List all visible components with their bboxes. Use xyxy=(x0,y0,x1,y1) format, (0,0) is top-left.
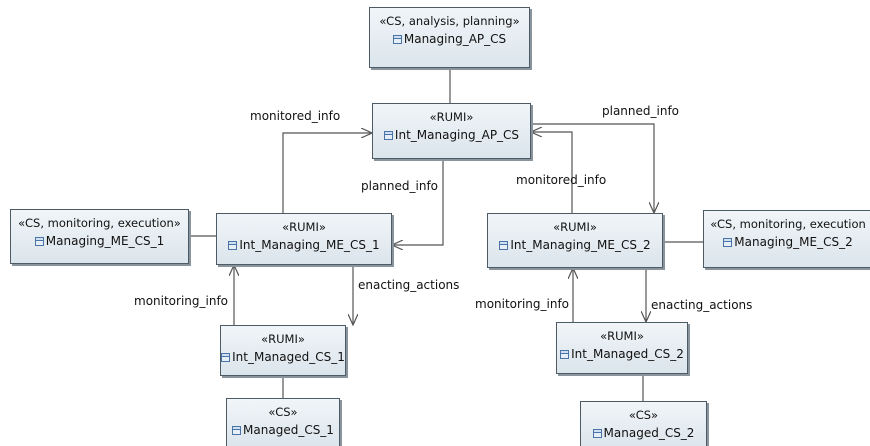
node-name: Managing_ME_CS_1 xyxy=(45,234,165,248)
node-name: Int_Managing_ME_CS_1 xyxy=(239,238,380,252)
node-int-managing-me-cs-2[interactable]: «RUMI» Int_Managing_ME_CS_2 xyxy=(487,213,663,268)
edge-label-enacting-actions: enacting_actions xyxy=(651,298,753,312)
edge-label-monitored-info: monitored_info xyxy=(516,173,607,187)
connector-planned-info-ap-to-me1[interactable] xyxy=(392,159,444,245)
node-int-managing-ap-cs[interactable]: «RUMI» Int_Managing_AP_CS xyxy=(372,103,531,159)
node-managed-cs-1[interactable]: «CS» Managed_CS_1 xyxy=(226,398,340,446)
node-name: Int_Managing_ME_CS_2 xyxy=(510,238,651,252)
node-name: Int_Managing_AP_CS xyxy=(394,128,520,142)
node-managed-cs-2[interactable]: «CS» Managed_CS_2 xyxy=(580,401,707,446)
class-icon xyxy=(221,353,231,362)
class-icon xyxy=(592,429,602,438)
class-icon xyxy=(34,237,44,246)
node-name: Managed_CS_2 xyxy=(603,426,695,440)
edge-label-planned-info: planned_info xyxy=(602,104,680,118)
node-managing-ap-cs[interactable]: «CS, analysis, planning» Managing_AP_CS xyxy=(369,7,530,68)
class-icon xyxy=(560,350,570,359)
edge-label-monitoring-info: monitoring_info xyxy=(475,297,570,311)
edge-label-monitored-info: monitored_info xyxy=(250,109,341,123)
connector-planned-info-ap-to-me2[interactable] xyxy=(531,123,654,213)
node-stereotype: «RUMI» xyxy=(429,110,474,124)
class-icon xyxy=(383,131,393,140)
node-name: Int_Managed_CS_2 xyxy=(571,347,684,361)
node-int-managed-cs-1[interactable]: «RUMI» Int_Managed_CS_1 xyxy=(220,325,346,376)
node-managing-me-cs-2[interactable]: «CS, monitoring, execution Managing_ME_C… xyxy=(703,210,870,268)
node-stereotype: «CS» xyxy=(628,408,659,422)
node-stereotype: «CS, analysis, planning» xyxy=(379,14,520,28)
node-name: Managing_ME_CS_2 xyxy=(734,235,853,249)
class-icon xyxy=(228,241,238,250)
node-stereotype: «RUMI» xyxy=(282,220,326,234)
class-icon xyxy=(499,241,509,250)
node-name: Managed_CS_1 xyxy=(243,423,334,437)
edge-label-planned-info: planned_info xyxy=(361,179,439,193)
node-int-managing-me-cs-1[interactable]: «RUMI» Int_Managing_ME_CS_1 xyxy=(216,213,392,265)
node-stereotype: «RUMI» xyxy=(261,332,305,346)
node-stereotype: «RUMI» xyxy=(600,329,644,343)
connector-monitored-info-me1-to-ap[interactable] xyxy=(282,133,372,213)
node-stereotype: «RUMI» xyxy=(553,220,597,234)
edge-label-monitoring-info: monitoring_info xyxy=(134,294,229,308)
node-int-managed-cs-2[interactable]: «RUMI» Int_Managed_CS_2 xyxy=(556,322,688,374)
node-managing-me-cs-1[interactable]: «CS, monitoring, execution» Managing_ME_… xyxy=(10,209,189,264)
class-icon xyxy=(723,238,733,247)
class-icon xyxy=(392,35,402,44)
class-icon xyxy=(232,426,242,435)
node-name: Managing_AP_CS xyxy=(403,32,507,46)
node-stereotype: «CS, monitoring, execution xyxy=(710,217,866,231)
node-name: Int_Managed_CS_1 xyxy=(232,350,345,364)
edge-label-enacting-actions: enacting_actions xyxy=(358,278,460,292)
node-stereotype: «CS, monitoring, execution» xyxy=(18,216,181,230)
node-stereotype: «CS» xyxy=(268,405,298,419)
